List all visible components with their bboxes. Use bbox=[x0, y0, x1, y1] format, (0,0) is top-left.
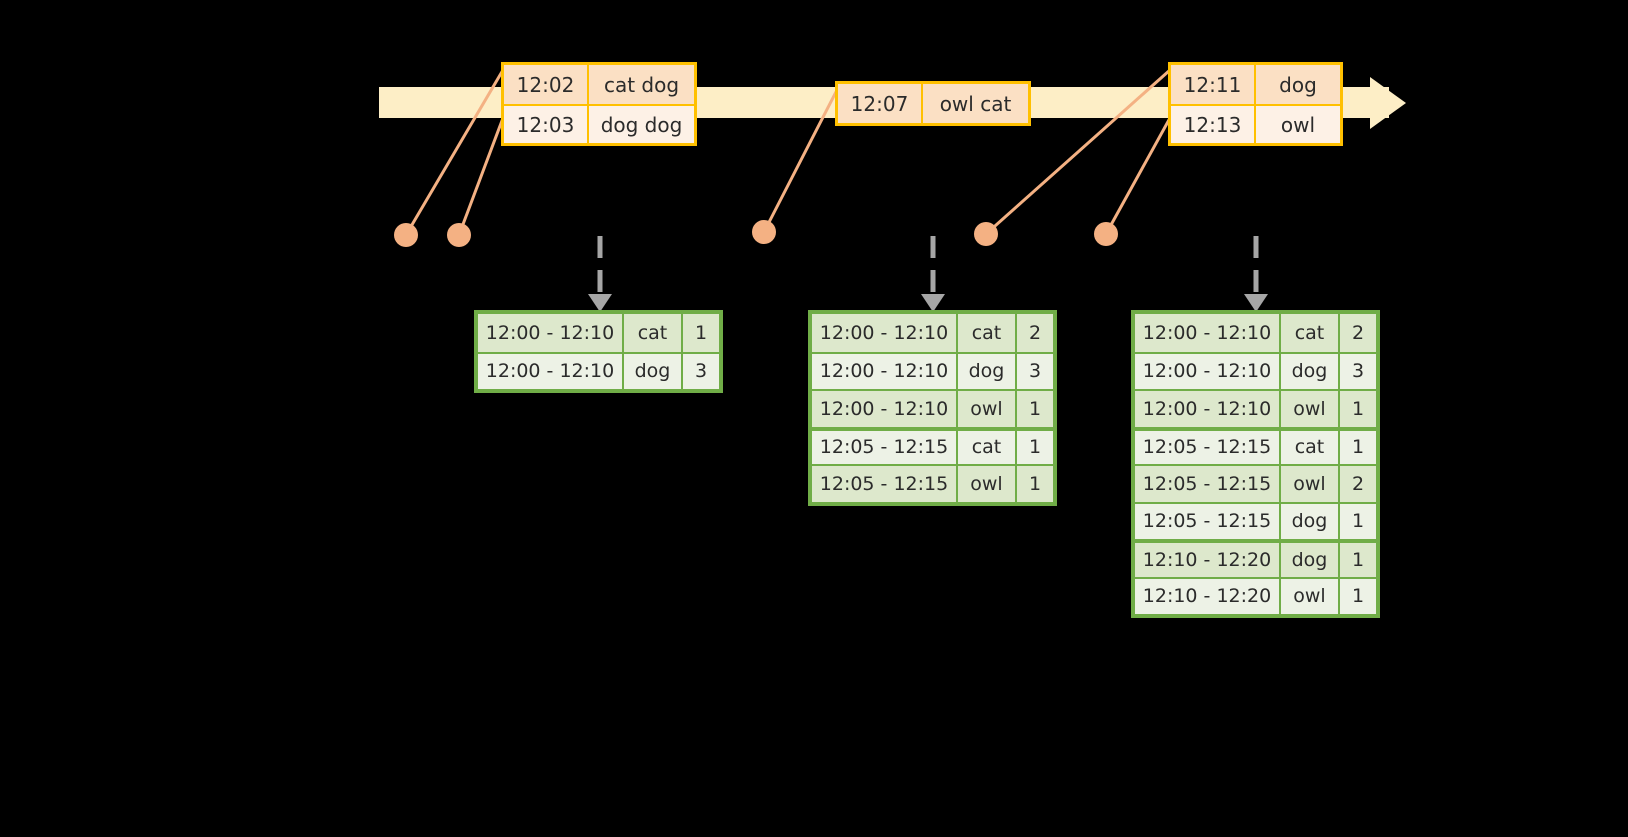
key-cell: dog bbox=[956, 353, 1015, 389]
count-cell: 2 bbox=[1338, 466, 1376, 502]
key-cell: cat bbox=[956, 430, 1015, 464]
key-cell: cat bbox=[956, 314, 1015, 352]
event-box-1[interactable]: 12:02 cat dog 12:03 dog dog bbox=[501, 62, 697, 146]
window-cell: 12:05 - 12:15 bbox=[1142, 436, 1272, 459]
trigger-dot-3 bbox=[752, 220, 776, 244]
event-row: 12:03 dog dog bbox=[504, 104, 694, 143]
count-cell: 1 bbox=[1015, 391, 1053, 427]
event-row: 12:02 cat dog bbox=[504, 65, 694, 104]
event-time: 12:03 bbox=[516, 112, 575, 137]
emit-arrows bbox=[588, 236, 1268, 312]
count-cell: 1 bbox=[1338, 543, 1376, 577]
event-row: 12:13 owl bbox=[1171, 104, 1340, 143]
window-cell: 12:05 - 12:15 bbox=[819, 472, 949, 495]
window-cell: 12:00 - 12:10 bbox=[485, 360, 615, 383]
count-cell: 1 bbox=[1338, 391, 1376, 427]
count-cell: 3 bbox=[681, 353, 719, 389]
window-cell: 12:00 - 12:10 bbox=[819, 360, 949, 383]
window-cell: 12:10 - 12:20 bbox=[1142, 585, 1272, 608]
window-cell: 12:05 - 12:15 bbox=[819, 436, 949, 459]
count-cell: 1 bbox=[1338, 503, 1376, 539]
window-cell: 12:00 - 12:10 bbox=[485, 321, 615, 344]
key-cell: dog bbox=[622, 353, 681, 389]
event-words: dog bbox=[1254, 65, 1340, 104]
count-cell: 3 bbox=[1015, 353, 1053, 389]
count-cell: 2 bbox=[1338, 314, 1376, 352]
window-cell: 12:10 - 12:20 bbox=[1142, 548, 1272, 571]
window-cell: 12:05 - 12:15 bbox=[1142, 510, 1272, 533]
event-box-3[interactable]: 12:11 dog 12:13 owl bbox=[1168, 62, 1343, 146]
count-cell: 1 bbox=[1015, 430, 1053, 464]
window-cell: 12:00 - 12:10 bbox=[819, 397, 949, 420]
key-cell: owl bbox=[956, 466, 1015, 502]
key-cell: dog bbox=[1279, 503, 1338, 539]
trigger-dot-5 bbox=[1094, 222, 1118, 246]
connector-line-2 bbox=[457, 117, 505, 236]
event-box-2[interactable]: 12:07 owl cat bbox=[835, 81, 1031, 126]
event-time: 12:07 bbox=[850, 91, 909, 116]
event-time: 12:11 bbox=[1183, 72, 1242, 97]
connector-line-5 bbox=[1104, 117, 1172, 235]
count-cell: 1 bbox=[1338, 578, 1376, 614]
key-cell: dog bbox=[1279, 353, 1338, 389]
event-words: dog dog bbox=[587, 106, 694, 143]
event-row: 12:11 dog bbox=[1171, 65, 1340, 104]
key-cell: owl bbox=[956, 391, 1015, 427]
window-cell: 12:00 - 12:10 bbox=[1142, 360, 1272, 383]
count-cell: 3 bbox=[1338, 353, 1376, 389]
key-cell: dog bbox=[1279, 543, 1338, 577]
window-cell: 12:05 - 12:15 bbox=[1142, 472, 1272, 495]
window-cell: 12:00 - 12:10 bbox=[819, 321, 949, 344]
key-cell: owl bbox=[1279, 466, 1338, 502]
key-cell: cat bbox=[1279, 430, 1338, 464]
timeline-arrow-icon bbox=[1370, 77, 1406, 129]
key-cell: owl bbox=[1279, 578, 1338, 614]
event-time: 12:02 bbox=[516, 72, 575, 97]
key-cell: cat bbox=[1279, 314, 1338, 352]
event-time: 12:13 bbox=[1183, 112, 1242, 137]
event-words: owl cat bbox=[921, 84, 1028, 123]
count-cell: 1 bbox=[1015, 466, 1053, 502]
event-words: cat dog bbox=[587, 65, 694, 104]
count-cell: 2 bbox=[1015, 314, 1053, 352]
trigger-dot-4 bbox=[974, 222, 998, 246]
key-cell: owl bbox=[1279, 391, 1338, 427]
connector-dots bbox=[394, 220, 1118, 247]
window-cell: 12:00 - 12:10 bbox=[1142, 397, 1272, 420]
key-cell: cat bbox=[622, 314, 681, 352]
count-cell: 1 bbox=[1338, 430, 1376, 464]
event-row: 12:07 owl cat bbox=[838, 84, 1028, 123]
window-cell: 12:00 - 12:10 bbox=[1142, 321, 1272, 344]
trigger-dot-2 bbox=[447, 223, 471, 247]
count-cell: 1 bbox=[681, 314, 719, 352]
event-words: owl bbox=[1254, 106, 1340, 143]
trigger-dot-1 bbox=[394, 223, 418, 247]
